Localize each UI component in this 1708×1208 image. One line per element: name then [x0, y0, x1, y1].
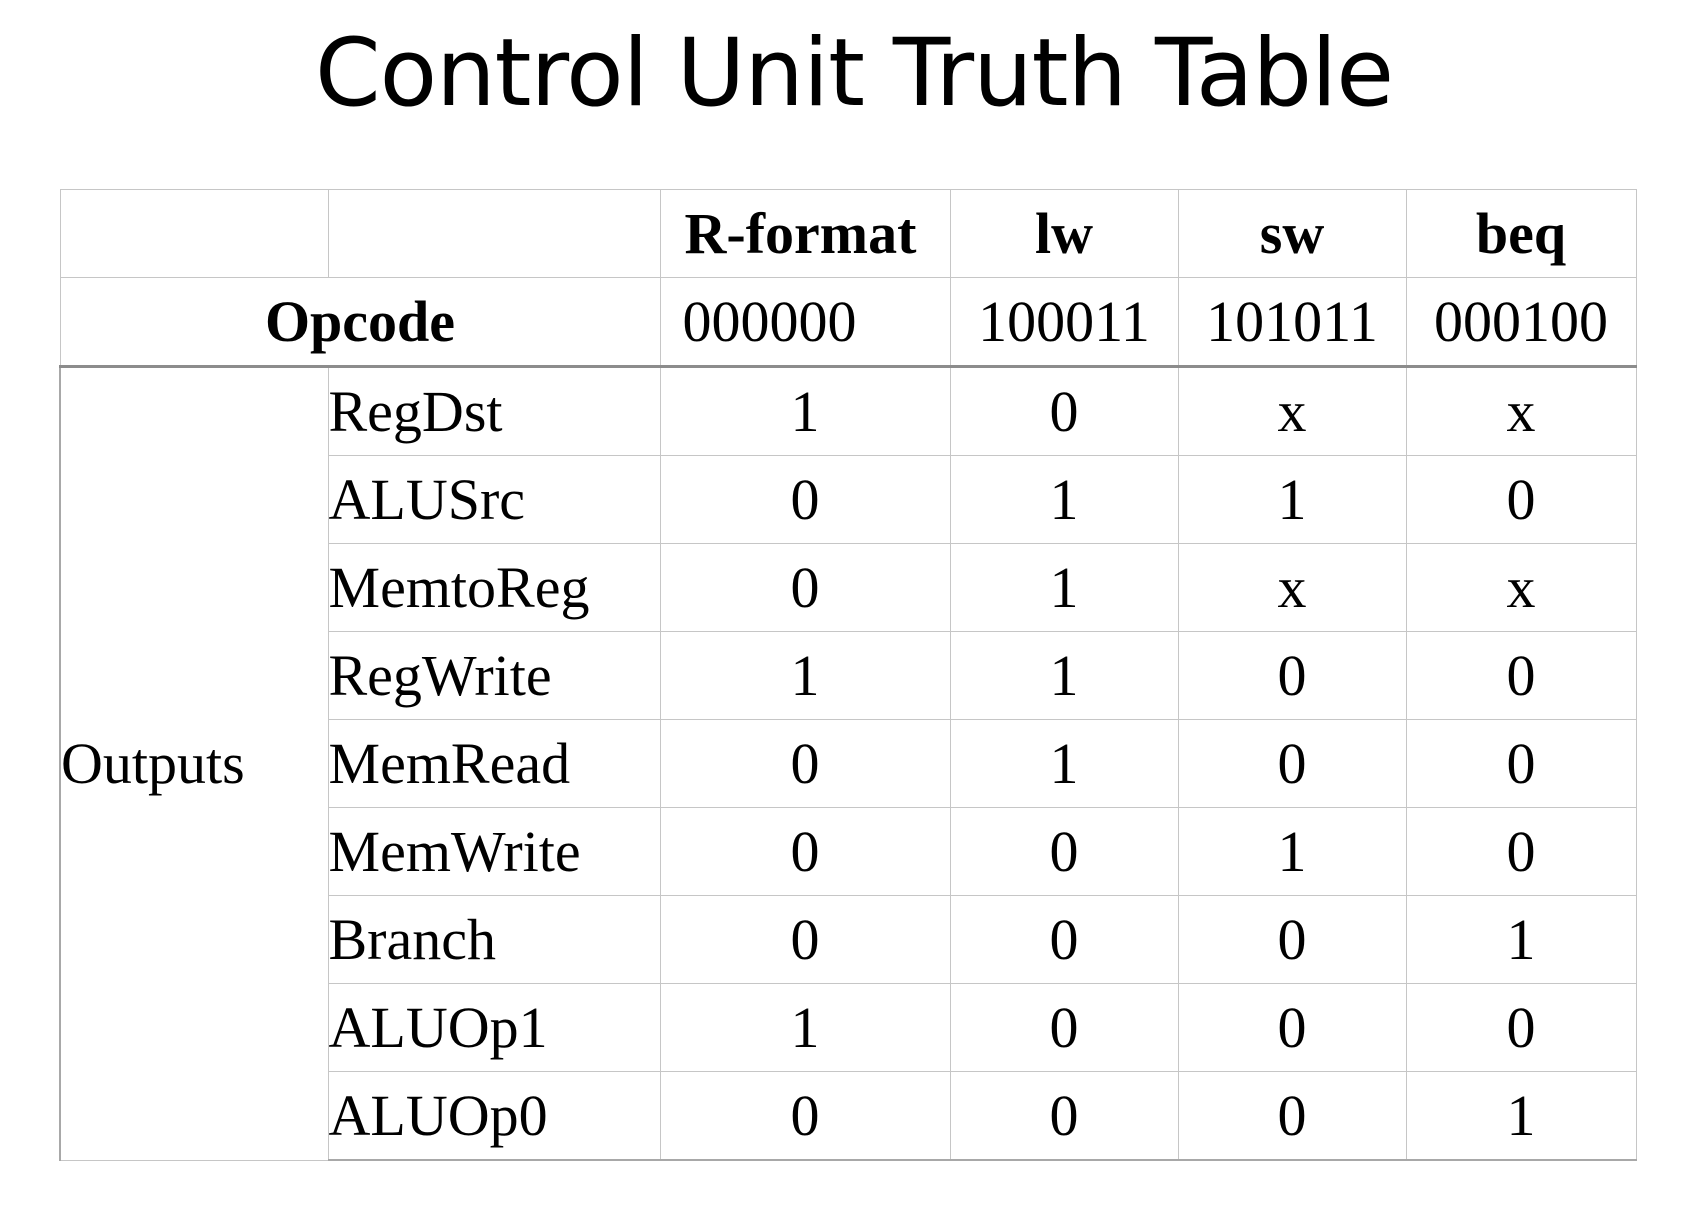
table-row: MemtoReg 0 1 x x — [60, 543, 1637, 632]
signal-value: 1 — [949, 719, 1179, 808]
signal-value: 0 — [1177, 983, 1407, 1072]
table-row: Outputs RegDst 1 0 x x — [59, 366, 1637, 1161]
column-header-sw: sw — [1177, 189, 1407, 278]
page-title: Control Unit Truth Table — [314, 19, 1394, 128]
signal-value: 1 — [949, 543, 1179, 632]
signal-value: 0 — [659, 543, 951, 632]
signal-name: MemRead — [327, 719, 661, 808]
signal-value: 0 — [1405, 807, 1637, 896]
column-header-lw: lw — [949, 189, 1179, 278]
column-header-beq: beq — [1405, 189, 1637, 278]
opcode-value: 000100 — [1405, 277, 1637, 368]
signal-name: ALUOp0 — [327, 1071, 661, 1161]
signal-value: 1 — [659, 983, 951, 1072]
signal-value: 1 — [949, 631, 1179, 720]
signal-value: 1 — [1405, 895, 1637, 984]
table-row: RegWrite 1 1 0 0 — [60, 631, 1637, 720]
signal-name: RegWrite — [327, 631, 661, 720]
signal-value: 0 — [659, 895, 951, 984]
signal-name: ALUOp1 — [327, 983, 661, 1072]
opcode-value: 100011 — [949, 277, 1179, 368]
signal-value: 0 — [949, 983, 1179, 1072]
signal-value: 0 — [1177, 719, 1407, 808]
signal-value: 0 — [1177, 895, 1407, 984]
signal-value: 0 — [949, 895, 1179, 984]
signal-value: 1 — [1177, 455, 1407, 544]
signal-name: MemWrite — [327, 807, 661, 896]
signal-value: 0 — [659, 455, 951, 544]
signal-value: 0 — [1405, 719, 1637, 808]
signal-value: 0 — [949, 807, 1179, 896]
signal-value: 1 — [949, 455, 1179, 544]
table-row: MemRead 0 1 0 0 — [60, 719, 1637, 808]
table-row: ALUOp1 1 0 0 0 — [60, 983, 1637, 1072]
signal-value: x — [1405, 543, 1637, 632]
signal-value: 0 — [1177, 1071, 1407, 1161]
signal-value: 1 — [659, 366, 951, 456]
signal-value: 1 — [1405, 1071, 1637, 1161]
table-row: ALUOp0 0 0 0 1 — [60, 1071, 1637, 1161]
signal-value: x — [1177, 543, 1407, 632]
signal-value: x — [1177, 366, 1407, 456]
corner-cell — [59, 189, 329, 278]
signal-value: 0 — [1405, 631, 1637, 720]
signal-value: 0 — [1177, 631, 1407, 720]
signal-value: x — [1405, 366, 1637, 456]
opcode-row: Opcode 000000 100011 101011 000100 — [59, 277, 1637, 368]
signal-value: 1 — [659, 631, 951, 720]
signal-value: 0 — [949, 1071, 1179, 1161]
opcode-label: Opcode — [59, 277, 661, 368]
table-row: Branch 0 0 0 1 — [60, 895, 1637, 984]
signal-value: 0 — [1405, 983, 1637, 1072]
truth-table: R-format lw sw beq Opcode 000000 100011 … — [59, 189, 1637, 1161]
signal-value: 0 — [659, 1071, 951, 1161]
opcode-value: 000000 — [659, 277, 951, 368]
signal-name: RegDst — [327, 366, 661, 456]
outputs-label: Outputs — [59, 366, 329, 1161]
corner-cell-2 — [327, 189, 661, 278]
header-row: R-format lw sw beq — [59, 189, 1637, 278]
signal-value: 0 — [949, 366, 1179, 456]
signal-value: 0 — [659, 807, 951, 896]
table-row: MemWrite 0 0 1 0 — [60, 807, 1637, 896]
signal-name: Branch — [327, 895, 661, 984]
signal-value: 0 — [1405, 455, 1637, 544]
signal-value: 1 — [1177, 807, 1407, 896]
opcode-value: 101011 — [1177, 277, 1407, 368]
signal-value: 0 — [659, 719, 951, 808]
signal-name: MemtoReg — [327, 543, 661, 632]
column-header-r-format: R-format — [659, 189, 951, 278]
signal-name: ALUSrc — [327, 455, 661, 544]
